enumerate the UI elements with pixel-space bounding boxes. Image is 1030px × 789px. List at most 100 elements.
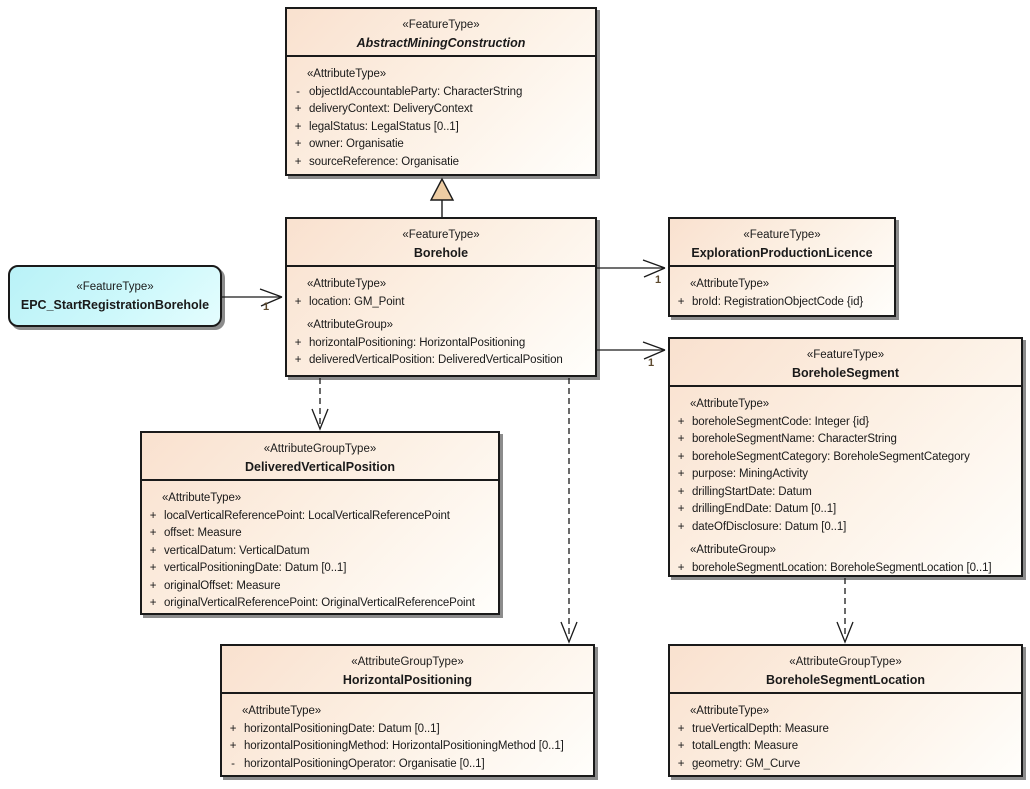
class-stereotype: «FeatureType» (76, 281, 154, 293)
class-attribute-list: «AttributeType»+location: GM_Point«Attri… (287, 267, 595, 370)
visibility-sign: + (677, 757, 685, 770)
class-name: EPC_StartRegistrationBorehole (20, 298, 210, 312)
visibility-sign: + (149, 597, 157, 609)
attribute-text: originalVerticalReferencePoint: Original… (164, 597, 475, 609)
open-v-arrowhead-icon (836, 621, 854, 644)
visibility-sign: + (294, 336, 302, 349)
multiplicity-label: 1 (263, 301, 270, 313)
attribute-text: drillingEndDate: Datum [0..1] (692, 503, 837, 515)
attribute-text: totalLength: Measure (692, 740, 799, 752)
attribute-row: + horizontalPositioningDate: Datum [0..1] (222, 721, 589, 739)
visibility-sign: + (149, 544, 157, 557)
class-attribute-list: «AttributeType» + horizontalPositioningDat… (222, 694, 593, 773)
class-abstract-mining-construction[interactable]: «FeatureType» AbstractMiningConstruction… (285, 7, 597, 176)
attribute-row: + totalLength: Measure (670, 738, 1017, 756)
class-epc-start-registration-borehole[interactable]: «FeatureType» EPC_StartRegistrationBoreh… (8, 265, 222, 327)
attribute-row: + verticalDatum: VerticalDatum (142, 543, 494, 561)
attribute-text: purpose: MiningActivity (692, 468, 808, 480)
class-name: HorizontalPositioning (342, 673, 473, 687)
attribute-row: +offset: Measure (142, 525, 494, 543)
visibility-sign: + (677, 740, 685, 752)
class-stereotype: «AttributeGroupType» (351, 656, 464, 668)
section-stereotype: «AttributeType» (242, 705, 322, 717)
visibility-sign: + (677, 485, 685, 498)
attribute-row: + horizontalPositioningMethod: Horizontal… (222, 738, 589, 756)
class-exploration-production-licence[interactable]: «FeatureType» ExplorationProductionLicen… (668, 217, 896, 317)
attribute-text: sourceReference: Organisatie (309, 155, 459, 168)
attribute-row: +boreholeSegmentCategory: BoreholeSegmen… (670, 449, 1017, 467)
visibility-sign: - (296, 85, 300, 98)
attribute-text: owner: Organisatie (309, 138, 404, 150)
attribute-row: + horizontalPositioning: HorizontalPositi… (287, 335, 591, 353)
class-attribute-list: «AttributeType» +broId: RegistrationObjec… (670, 267, 894, 311)
attribute-text: boreholeSegmentCategory: BoreholeSegment… (692, 450, 970, 463)
generalization-connector (429, 177, 455, 217)
attribute-row: +trueVerticalDepth: Measure (670, 721, 1017, 739)
class-stereotype: «AttributeGroupType» (263, 443, 377, 455)
class-header: «AttributeGroupType» HorizontalPositioni… (222, 646, 593, 694)
visibility-sign: - (231, 757, 235, 770)
class-stereotype: «AttributeGroupType» (789, 656, 902, 668)
class-attribute-list: «AttributeType» +localVerticalReferencePo… (142, 481, 498, 613)
class-header: «FeatureType» BoreholeSegment (670, 339, 1021, 387)
attribute-row: +boreholeSegmentName: CharacterString (670, 431, 1017, 449)
class-attribute-list: «AttributeType»+trueVerticalDepth: Measu… (670, 694, 1021, 773)
visibility-sign: + (677, 561, 685, 574)
visibility-sign: + (294, 354, 302, 366)
class-borehole[interactable]: «FeatureType» Borehole «AttributeType»+l… (285, 217, 597, 377)
visibility-sign: + (149, 509, 157, 522)
attribute-text: boreholeSegmentLocation: BoreholeSegment… (692, 561, 992, 574)
visibility-sign: + (677, 503, 685, 515)
visibility-sign: + (677, 520, 685, 533)
association-connector-epc-borehole (222, 288, 283, 307)
class-header: «AttributeGroupType» BoreholeSegmentLoca… (670, 646, 1021, 694)
attribute-text: horizontalPositioningDate: Datum [0..1] (244, 722, 440, 735)
attribute-row: +sourceReference: Organisatie (287, 154, 591, 172)
attribute-row: + boreholeSegmentCode: Integer {id} (670, 414, 1017, 432)
class-stereotype: «FeatureType» (402, 19, 480, 31)
class-header: «FeatureType» Borehole (287, 219, 595, 267)
attribute-text: verticalDatum: VerticalDatum (164, 544, 310, 557)
visibility-sign: + (229, 722, 237, 735)
attribute-row: +broId: RegistrationObjectCode {id} (670, 294, 890, 312)
open-arrowhead-icon (642, 259, 666, 278)
attribute-row: +purpose: MiningActivity (670, 466, 1017, 484)
section-stereotype: «AttributeGroup» (690, 544, 776, 556)
attribute-text: horizontalPositioningMethod: HorizontalP… (244, 740, 564, 752)
visibility-sign: + (294, 295, 302, 308)
section-stereotype: «AttributeGroup» (307, 319, 393, 331)
class-delivered-vertical-position[interactable]: «AttributeGroupType» DeliveredVerticalPo… (140, 431, 500, 615)
visibility-sign: + (294, 103, 302, 115)
visibility-sign: + (149, 579, 157, 592)
class-attribute-list: «AttributeType»-objectIdAccountableParty… (287, 57, 595, 171)
attribute-text: location: GM_Point (309, 295, 405, 308)
attribute-row: +originalOffset: Measure (142, 578, 494, 596)
visibility-sign: + (229, 740, 237, 752)
class-horizontal-positioning[interactable]: «AttributeGroupType» HorizontalPositioni… (220, 644, 595, 777)
attribute-row: + location: GM_Point (287, 294, 591, 312)
visibility-sign: + (294, 120, 302, 133)
dependency-connector-borehole-hp (560, 378, 578, 644)
section-stereotype: «AttributeType» (162, 492, 242, 504)
attribute-text: horizontalPositioning: HorizontalPositio… (309, 336, 526, 349)
class-header: «AttributeGroupType» DeliveredVerticalPo… (142, 433, 498, 481)
attribute-row: +localVerticalReferencePoint: LocalVerti… (142, 508, 494, 526)
visibility-sign: + (677, 415, 685, 428)
class-borehole-segment[interactable]: «FeatureType» BoreholeSegment «Attribute… (668, 337, 1023, 577)
class-attribute-list: «AttributeType»+boreholeSegmentCode: Int… (670, 387, 1021, 577)
class-borehole-segment-location[interactable]: «AttributeGroupType» BoreholeSegmentLoca… (668, 644, 1023, 777)
attribute-row: + originalVerticalReferencePoint: Origina… (142, 595, 494, 613)
attribute-row: + deliveredVerticalPosition: DeliveredVer… (287, 352, 591, 370)
attribute-row: + boreholeSegmentLocation: BoreholeSegmen… (670, 560, 1017, 578)
class-name: BoreholeSegmentLocation (765, 673, 926, 687)
attribute-text: deliveredVerticalPosition: DeliveredVert… (309, 354, 563, 366)
attribute-text: legalStatus: LegalStatus [0..1] (309, 120, 459, 133)
visibility-sign: + (677, 295, 685, 308)
attribute-text: boreholeSegmentCode: Integer {id} (692, 415, 869, 428)
section-stereotype: «AttributeType» (690, 278, 770, 290)
visibility-sign: + (149, 562, 157, 574)
attribute-row: -horizontalPositioningOperator: Organisa… (222, 756, 589, 774)
attribute-row: +deliveryContext: DeliveryContext (287, 101, 591, 119)
association-connector-borehole-segment (597, 341, 666, 360)
